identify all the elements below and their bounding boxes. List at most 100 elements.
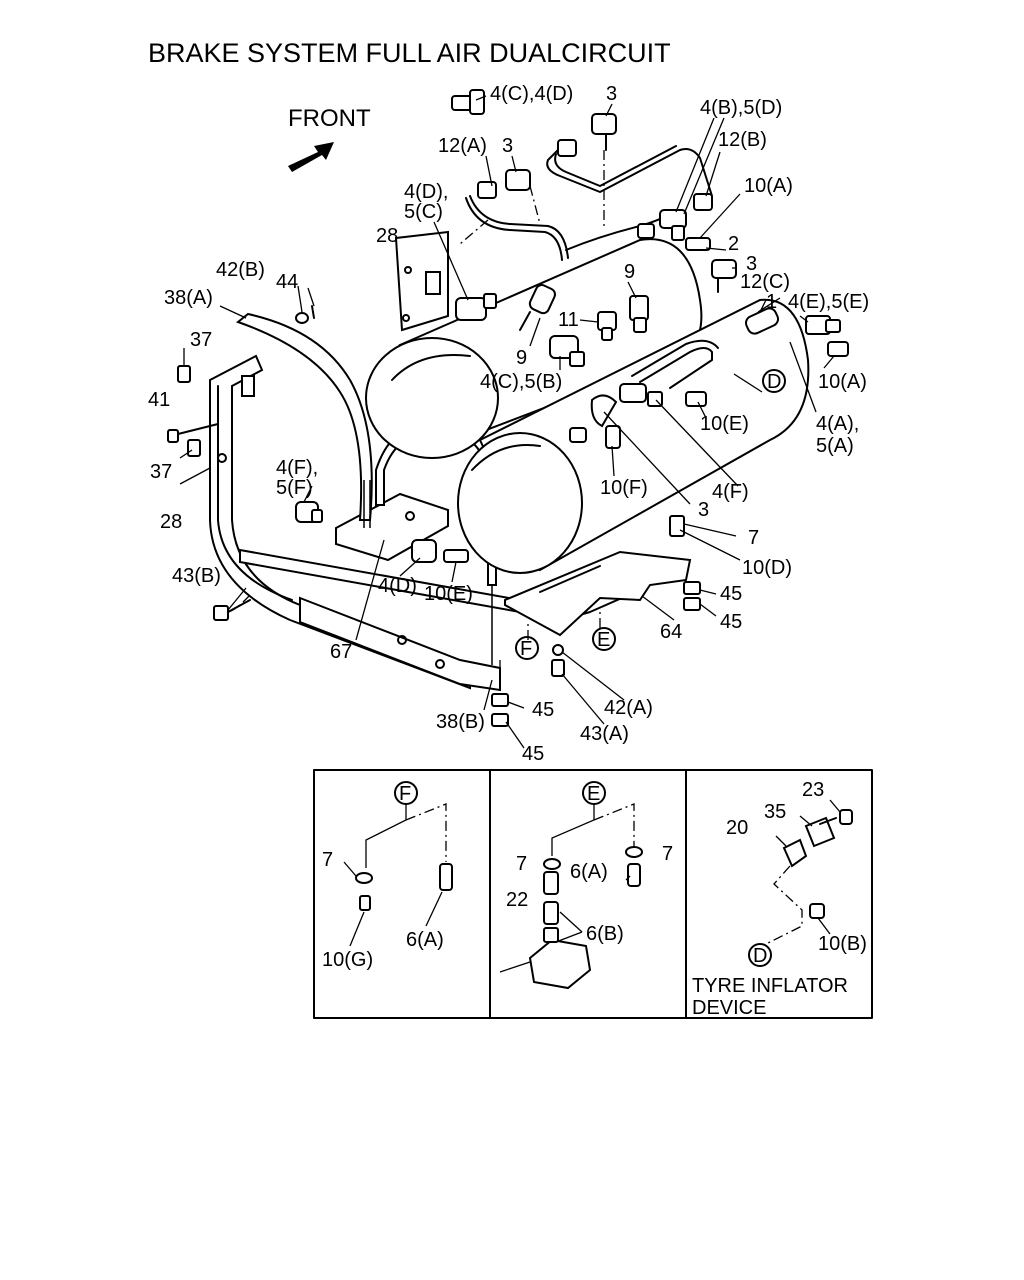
label-12a: 12(A) bbox=[438, 135, 487, 157]
fitting-10e-b bbox=[443, 549, 469, 563]
label-10a-top: 10(A) bbox=[744, 175, 793, 197]
label-44: 44 bbox=[276, 271, 298, 293]
label-38a: 38(A) bbox=[164, 287, 213, 309]
label-12c: 12(C) bbox=[740, 271, 790, 293]
label-3-b: 3 bbox=[502, 135, 513, 157]
label-43a: 43(A) bbox=[580, 723, 629, 745]
label-4c4d: 4(C),4(D) bbox=[490, 83, 573, 105]
marker-d-main-text: D bbox=[767, 371, 781, 393]
inset-d-caption-line1: TYRE INFLATOR bbox=[692, 975, 848, 997]
label-11: 11 bbox=[558, 309, 579, 331]
label-37-b: 37 bbox=[150, 461, 172, 483]
label-10e-b: 10(E) bbox=[424, 583, 473, 605]
washer-42b bbox=[295, 305, 315, 324]
mounting-plate-67 bbox=[335, 492, 449, 562]
pipe-12b bbox=[546, 145, 713, 251]
label-38b: 38(B) bbox=[436, 711, 485, 733]
inset-e-label-6a: 6(A) bbox=[570, 861, 608, 883]
inset-d-caption-line2: DEVICE bbox=[692, 997, 766, 1019]
fitting-10f bbox=[605, 425, 621, 449]
label-43b: 43(B) bbox=[172, 565, 221, 587]
fitting-4c4d-top bbox=[451, 89, 485, 115]
fitting-4d-lower bbox=[411, 539, 437, 563]
label-28-top: 28 bbox=[376, 225, 398, 247]
label-4e5e: 4(E),5(E) bbox=[788, 291, 869, 313]
phantom-lines bbox=[227, 150, 605, 692]
label-4a: 4(A), bbox=[816, 413, 859, 435]
pipe-12c bbox=[631, 339, 719, 389]
bracket-28-rear bbox=[394, 230, 449, 332]
inset-f-label-7: 7 bbox=[322, 849, 333, 871]
inset-d-label-10b: 10(B) bbox=[818, 933, 867, 955]
inset-d-circle-text: D bbox=[753, 945, 767, 967]
label-9-a: 9 bbox=[624, 261, 635, 283]
valve-1 bbox=[744, 307, 780, 335]
inset-e-label-7b: 7 bbox=[662, 843, 673, 865]
fitting-12a-nut bbox=[477, 181, 497, 199]
label-42a: 42(A) bbox=[604, 697, 653, 719]
label-4f-b: 4(F) bbox=[712, 481, 749, 503]
fitting-3-d bbox=[569, 394, 618, 443]
mounting-plate-64 bbox=[504, 550, 692, 637]
nuts-45-right bbox=[683, 581, 701, 611]
fitting-4b5d bbox=[637, 209, 687, 241]
diagram-title: BRAKE SYSTEM FULL AIR DUALCIRCUIT bbox=[148, 38, 671, 68]
marker-f-main-text: F bbox=[520, 638, 532, 660]
nuts-45-bottom bbox=[491, 693, 509, 727]
fitting-10a-right bbox=[827, 341, 849, 357]
drain-valve-9-a bbox=[519, 284, 557, 331]
label-67: 67 bbox=[330, 641, 352, 663]
marker-f-main: F bbox=[515, 636, 539, 660]
label-4b5d: 4(B),5(D) bbox=[700, 97, 782, 119]
label-9-b: 9 bbox=[516, 347, 527, 369]
fitting-10e-a bbox=[685, 391, 707, 407]
label-4d-b: 4(D) bbox=[378, 575, 417, 597]
marker-d-main: D bbox=[762, 369, 786, 393]
label-4f-a: 4(F), bbox=[276, 457, 318, 479]
leader-lines bbox=[179, 95, 835, 749]
inset-e-label-22: 22 bbox=[506, 889, 528, 911]
label-5a: 5(A) bbox=[816, 435, 854, 457]
fitting-4e5e bbox=[805, 315, 841, 335]
front-label: FRONT bbox=[288, 105, 371, 132]
fitting-12b-nut bbox=[557, 139, 713, 211]
inset-f-circle-text: F bbox=[399, 783, 411, 805]
inset-f-label-6a: 6(A) bbox=[406, 929, 444, 951]
bolt-37-upper bbox=[177, 365, 191, 383]
label-45-d: 45 bbox=[522, 743, 544, 765]
label-10e-a: 10(E) bbox=[700, 413, 749, 435]
fitting-3-top bbox=[591, 113, 617, 151]
air-tank-lower bbox=[457, 298, 810, 574]
label-37-a: 37 bbox=[190, 329, 212, 351]
label-3-top: 3 bbox=[606, 83, 617, 105]
bolt-37-lower bbox=[187, 439, 201, 457]
label-4d-a: 4(D), bbox=[404, 181, 448, 203]
inset-e-circle-text: E bbox=[587, 783, 600, 805]
bolt-41 bbox=[167, 423, 219, 443]
label-7-main: 7 bbox=[748, 527, 759, 549]
label-5f: 5(F) bbox=[276, 477, 313, 499]
label-10a-right: 10(A) bbox=[818, 371, 867, 393]
inset-e: E 7 7 6(A) 22 6(B) bbox=[499, 781, 673, 990]
inset-d-label-35: 35 bbox=[764, 801, 786, 823]
drain-valve-9-b bbox=[629, 295, 649, 333]
inset-f: F 7 10(G) 6(A) bbox=[322, 781, 453, 971]
label-64: 64 bbox=[660, 621, 682, 643]
front-arrow-icon bbox=[288, 142, 334, 172]
label-28-b: 28 bbox=[160, 511, 182, 533]
valve-11 bbox=[597, 311, 617, 341]
inset-d-label-23: 23 bbox=[802, 779, 824, 801]
inset-e-label-6b: 6(B) bbox=[586, 923, 624, 945]
label-10f: 10(F) bbox=[600, 477, 648, 499]
inset-f-label-10g: 10(G) bbox=[322, 949, 373, 971]
fitting-3-b bbox=[505, 169, 531, 191]
label-1: 1 bbox=[766, 291, 777, 313]
label-5c: 5(C) bbox=[404, 201, 443, 223]
pipe-12a bbox=[465, 195, 569, 261]
label-45-a: 45 bbox=[720, 583, 742, 605]
fitting-10a-top bbox=[685, 237, 711, 251]
fitting-3-c bbox=[711, 259, 737, 293]
u-bolt-studs bbox=[363, 480, 371, 528]
fitting-4d5c bbox=[455, 293, 497, 321]
